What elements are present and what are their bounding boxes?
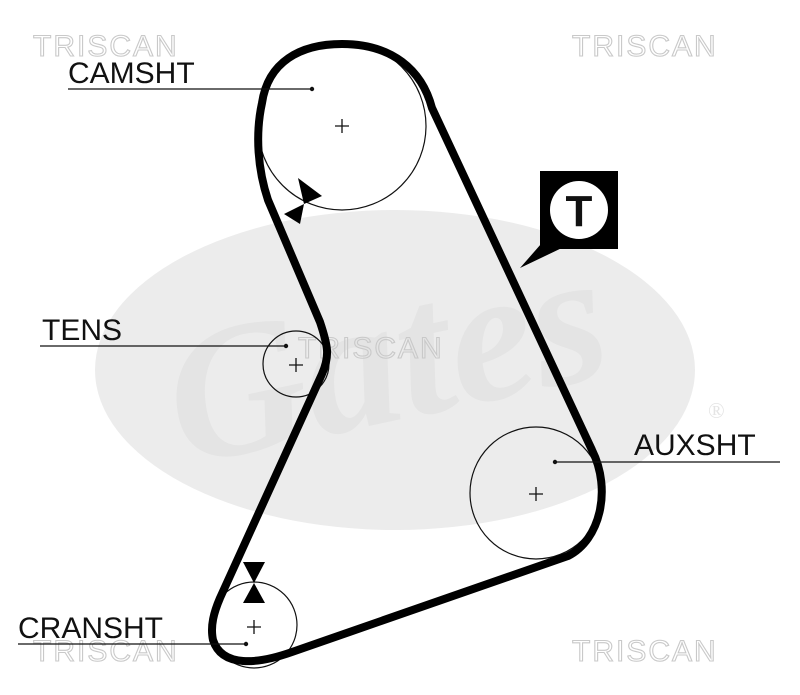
watermark-top-right: TRISCAN — [572, 30, 718, 63]
watermark-bottom-right: TRISCAN — [572, 635, 718, 668]
badge-pointer — [520, 236, 566, 268]
tensioner-center-cross — [289, 358, 303, 372]
registered-mark: ® — [708, 398, 725, 423]
timing-marks — [243, 178, 322, 603]
camshaft-timing-mark-upper — [298, 178, 322, 204]
crankshaft-timing-mark-upper — [243, 562, 265, 583]
tensioner-badge: T — [520, 171, 618, 268]
aux-shaft-label: AUXSHT — [634, 429, 756, 462]
label-aux-shaft: AUXSHT — [552, 429, 780, 465]
label-tensioner: TENS — [40, 314, 289, 349]
tensioner-leader-dot — [283, 343, 289, 349]
badge-letter: T — [566, 187, 593, 236]
camshaft-leader-dot — [309, 86, 315, 92]
watermark-center: TRISCAN — [298, 332, 444, 365]
camshaft-timing-mark-lower — [284, 204, 304, 224]
aux-shaft-leader-dot — [552, 459, 558, 465]
badge-circle — [550, 181, 608, 239]
gates-logo-oval — [95, 210, 695, 530]
crankshaft-center-cross — [247, 620, 261, 634]
camshaft-label: CAMSHT — [68, 57, 195, 90]
label-crankshaft: CRANSHT — [18, 612, 249, 647]
crankshaft-timing-mark-lower — [243, 583, 265, 603]
aux-shaft-center-cross — [529, 487, 543, 501]
tensioner-label: TENS — [42, 314, 122, 347]
pulley-centers — [247, 119, 543, 634]
gates-logo: Gates ® — [95, 209, 725, 530]
timing-belt — [207, 40, 606, 666]
watermark-bottom-left: TRISCAN — [33, 635, 179, 668]
label-camshaft: CAMSHT — [68, 57, 315, 92]
crankshaft-leader-dot — [243, 641, 249, 647]
watermark-top-left: TRISCAN — [33, 30, 179, 63]
camshaft-center-cross — [335, 119, 349, 133]
crankshaft-label: CRANSHT — [18, 612, 163, 645]
